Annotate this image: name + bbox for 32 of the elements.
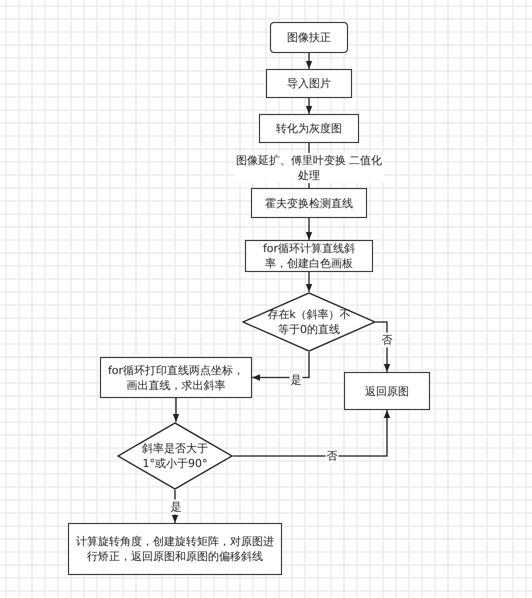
arrow — [306, 53, 312, 69]
node-text: 转化为灰度图 — [276, 121, 342, 136]
node-text: 斜率是否大于1°或小于90° — [141, 441, 209, 471]
arrow — [306, 272, 312, 292]
process-box — [259, 114, 359, 143]
node-text: 导入图片 — [287, 76, 331, 91]
node-text: 霍夫变换检测直线 — [265, 196, 353, 210]
process-box — [251, 188, 367, 218]
node-text: 返回原图 — [365, 384, 409, 398]
start-box — [270, 22, 348, 53]
process-box — [100, 357, 252, 398]
node-text: 图像扶正 — [287, 30, 331, 45]
arrow — [252, 352, 310, 381]
arrow — [172, 398, 180, 422]
node-text: for循环打印直线两点坐标，画出直线，求出斜率 — [107, 362, 245, 392]
decision-diamond — [117, 422, 233, 490]
edge-label: 否 — [326, 448, 338, 464]
decision-diamond — [242, 292, 376, 352]
edge-label: 是 — [170, 500, 182, 514]
edge-label: 否 — [380, 332, 394, 348]
edge-label: 是 — [290, 372, 302, 388]
node-text: 计算旋转角度，创建旋转矩阵，对原图进行矫正，返回原图和原图的偏移斜线 — [75, 534, 275, 564]
node-text: for循环计算直线斜率，创建白色画板 — [262, 241, 356, 271]
process-box — [68, 523, 282, 575]
process-box — [344, 372, 430, 410]
edge-label: 图像延扩、傅里叶变换 二值化处理 — [234, 153, 384, 183]
arrow — [233, 410, 390, 457]
process-box — [266, 69, 352, 98]
process-box — [245, 240, 373, 272]
arrow — [306, 98, 312, 114]
arrow — [306, 218, 312, 240]
node-text: 存在k（斜率）不等于0的直线 — [266, 307, 352, 337]
